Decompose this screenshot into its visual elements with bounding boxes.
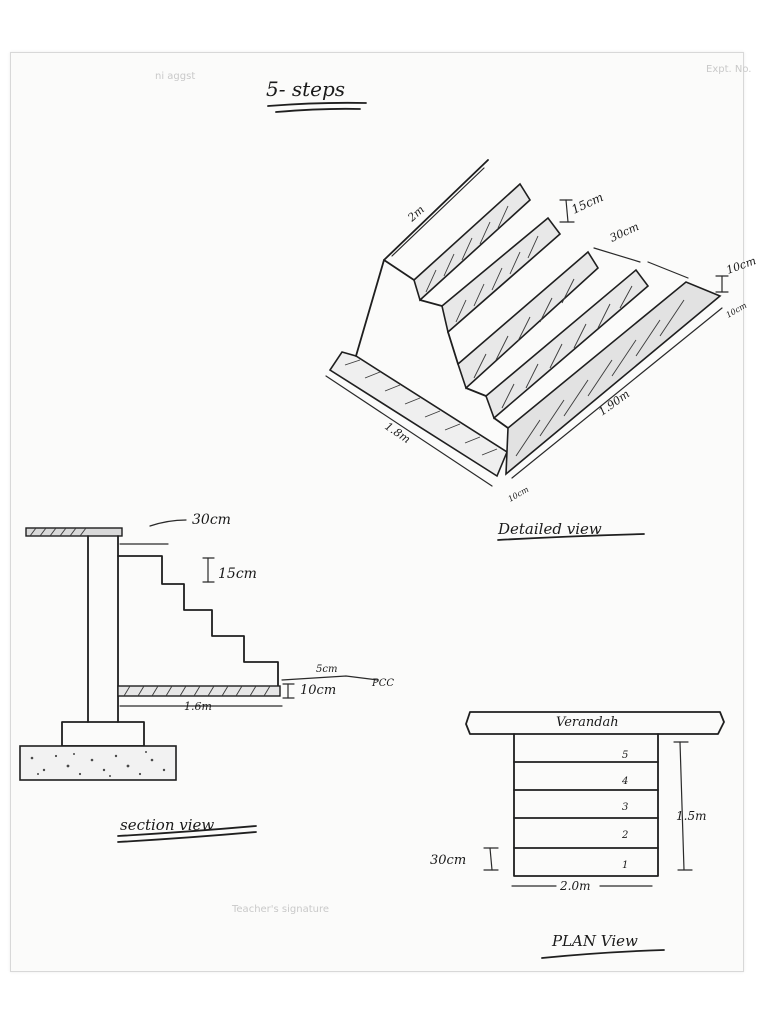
detailed-view-caption: Detailed view: [497, 520, 602, 538]
sv-length-label: 1.6m: [184, 700, 212, 713]
page-title: 5- steps: [266, 77, 345, 101]
dv-thickness-bottom-label: 10cm: [507, 485, 531, 504]
sv-top-layer-label: 5cm: [316, 664, 337, 675]
verandah-label: Verandah: [556, 715, 619, 730]
plan-view-drawing: [465, 711, 725, 887]
section-view-drawing: [19, 519, 379, 781]
sv-tread-label: 30cm: [192, 512, 231, 528]
dv-rise-label: 15cm: [569, 190, 605, 217]
faint-header-left: ni aggst: [155, 71, 195, 82]
detailed-view-drawing: [325, 159, 729, 487]
sv-caption-underline-1: [117, 825, 257, 837]
dv-thickness-label: 10cm: [725, 301, 749, 320]
title-underline-2: [275, 107, 361, 113]
sv-caption-underline-2: [117, 831, 257, 843]
pv-caption-underline: [541, 949, 665, 959]
sv-base-label: 10cm: [300, 683, 336, 698]
plan-tread-label: 30cm: [430, 853, 466, 868]
dv-tread-label: 30cm: [608, 220, 641, 245]
plan-step-3: 3: [622, 802, 628, 813]
plan-width-label: 2.0m: [559, 879, 590, 893]
faint-header-right: Expt. No.: [706, 64, 751, 75]
faint-footer: Teacher's signature: [231, 904, 329, 915]
plan-step-4: 4: [621, 776, 628, 787]
plan-step-1: 1: [622, 860, 628, 871]
section-view-caption: section view: [120, 816, 214, 834]
dv-caption-underline: [497, 533, 645, 541]
plan-view-caption: PLAN View: [551, 932, 638, 950]
dv-rise-alt-label: 10cm: [725, 254, 758, 277]
plan-step-2: 2: [621, 830, 628, 841]
sv-rise-label: 15cm: [218, 566, 257, 582]
plan-step-5: 5: [622, 750, 628, 761]
plan-length-label: 1.5m: [676, 809, 706, 823]
sv-pcc-label: PCC: [371, 678, 394, 689]
title-underline-1: [267, 101, 367, 107]
